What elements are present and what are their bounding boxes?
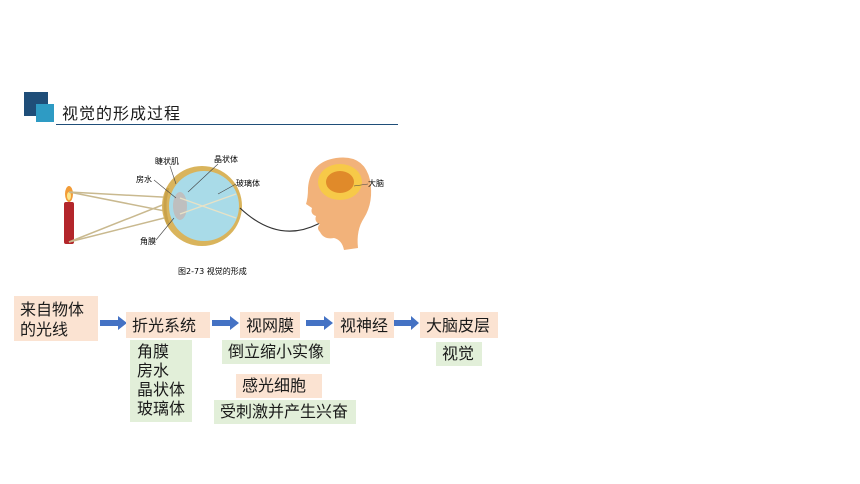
box-photoreceptor: 感光细胞 [236, 374, 322, 398]
label-cornea: 角膜 [140, 236, 156, 246]
box-retina-image: 倒立缩小实像 [222, 340, 330, 364]
box-light-source-line2: 的光线 [20, 320, 69, 339]
label-brain: 大脑 [368, 178, 384, 188]
arrow-1 [100, 316, 127, 330]
box-optic-nerve: 视神经 [334, 312, 394, 338]
header-underline [56, 124, 398, 125]
box-vision: 视觉 [436, 342, 482, 366]
part-cornea: 角膜 [137, 342, 170, 361]
figure-caption: 图2-73 视觉的形成 [178, 266, 247, 276]
part-lens: 晶状体 [137, 380, 186, 399]
box-light-source-line1: 来自物体 [20, 300, 85, 319]
section-title: 视觉的形成过程 [62, 104, 182, 123]
box-refractive-parts: 角膜 房水 晶状体 玻璃体 [130, 340, 192, 422]
candle-icon [64, 202, 74, 244]
box-retina: 视网膜 [240, 312, 300, 338]
label-aqueous: 房水 [136, 174, 152, 184]
box-light-source: 来自物体 的光线 [14, 296, 98, 341]
vision-formation-figure: 睫状肌 房水 晶状体 玻璃体 角膜 大脑 图2-73 视觉的形成 [64, 154, 384, 276]
label-ciliary: 睫状肌 [155, 156, 179, 166]
label-vitreous: 玻璃体 [236, 178, 260, 188]
label-lens: 晶状体 [214, 154, 238, 164]
arrow-4 [394, 316, 419, 330]
header-square-light [36, 104, 54, 122]
box-excited: 受刺激并产生兴奋 [214, 400, 356, 424]
part-aqueous: 房水 [137, 361, 170, 380]
box-cortex: 大脑皮层 [420, 312, 498, 338]
box-refractive-system: 折光系统 [126, 312, 210, 338]
arrow-3 [306, 316, 333, 330]
part-vitreous: 玻璃体 [137, 399, 186, 418]
arrow-2 [212, 316, 239, 330]
